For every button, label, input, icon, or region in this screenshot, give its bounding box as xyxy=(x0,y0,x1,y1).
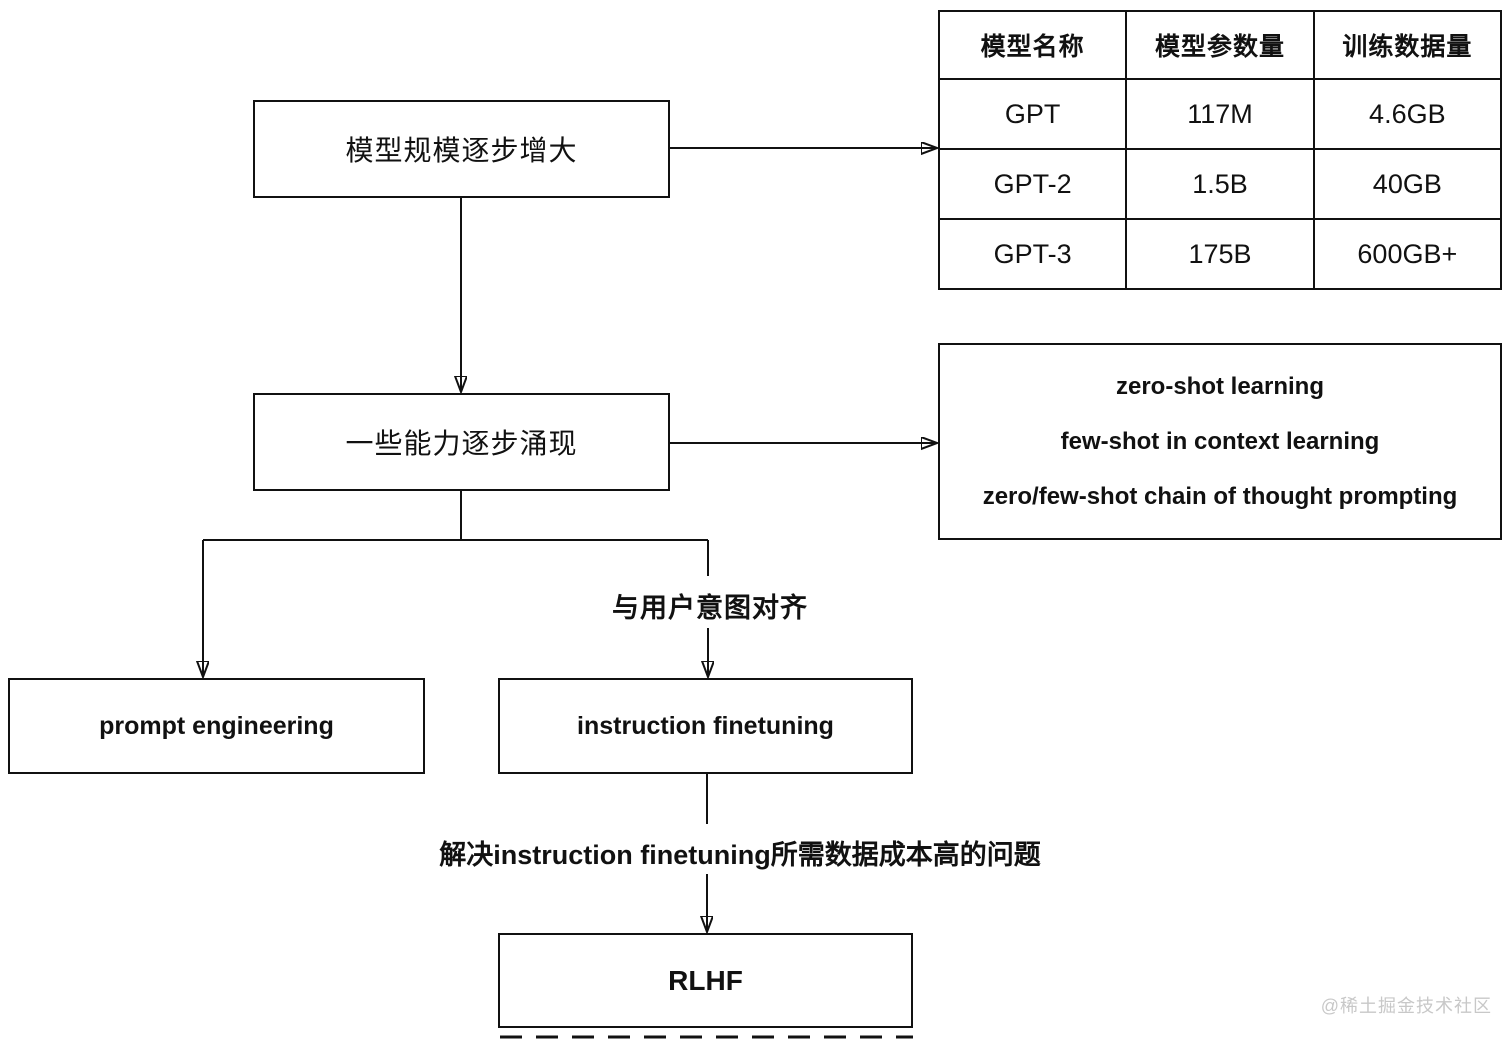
cell-model-name: GPT xyxy=(937,78,1128,150)
watermark: @稀土掘金技术社区 xyxy=(1320,996,1492,1016)
cell-param-count: 1.5B xyxy=(1125,148,1315,220)
node-rlhf: RLHF xyxy=(498,933,913,1028)
branch-line xyxy=(203,491,708,541)
capability-line: zero-shot learning xyxy=(1115,372,1325,400)
header-model-name: 模型名称 xyxy=(937,10,1128,80)
table-row: GPT-2 1.5B 40GB xyxy=(937,148,1503,220)
table-row: GPT 117M 4.6GB xyxy=(937,78,1503,150)
capability-line: zero/few-shot chain of thought prompting xyxy=(982,482,1458,510)
node-prompt-engineering-label: prompt engineering xyxy=(99,711,334,740)
cell-param-count: 117M xyxy=(1125,78,1315,150)
header-param-count: 模型参数量 xyxy=(1125,10,1315,80)
node-model-scale: 模型规模逐步增大 xyxy=(253,100,670,198)
node-prompt-engineering: prompt engineering xyxy=(8,678,425,774)
node-emergent-abilities-label: 一些能力逐步涌现 xyxy=(345,428,578,459)
node-emergent-abilities: 一些能力逐步涌现 xyxy=(253,393,670,491)
cell-train-data: 4.6GB xyxy=(1312,78,1503,150)
capability-line: few-shot in context learning xyxy=(1060,427,1380,455)
node-instruction-finetuning-label: instruction finetuning xyxy=(577,711,834,740)
header-train-data: 训练数据量 xyxy=(1312,10,1503,80)
cell-model-name: GPT-2 xyxy=(937,148,1128,220)
table-header-row: 模型名称 模型参数量 训练数据量 xyxy=(937,10,1503,80)
cell-train-data: 40GB xyxy=(1312,148,1503,220)
node-capabilities-list: zero-shot learning few-shot in context l… xyxy=(938,343,1502,540)
edge-label-solve-data-cost: 解决instruction finetuning所需数据成本高的问题 xyxy=(439,840,1041,870)
edge-label-align-with-user-intent: 与用户意图对齐 xyxy=(612,593,808,623)
node-instruction-finetuning: instruction finetuning xyxy=(498,678,913,774)
model-comparison-table: 模型名称 模型参数量 训练数据量 GPT 117M 4.6GB GPT-2 1.… xyxy=(937,10,1503,290)
node-model-scale-label: 模型规模逐步增大 xyxy=(345,135,578,166)
node-rlhf-label: RLHF xyxy=(668,964,743,996)
cell-param-count: 175B xyxy=(1125,218,1315,290)
cell-train-data: 600GB+ xyxy=(1312,218,1503,290)
cell-model-name: GPT-3 xyxy=(937,218,1128,290)
table-row: GPT-3 175B 600GB+ xyxy=(937,218,1503,290)
